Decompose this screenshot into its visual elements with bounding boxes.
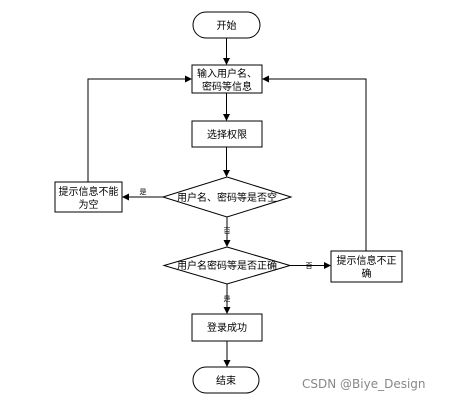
select-permission-label: 选择权限 <box>207 128 247 141</box>
error-wrong-label-1: 提示信息不正 <box>337 254 397 267</box>
error-empty-label-1: 提示信息不能 <box>59 185 119 198</box>
error-empty-label-2: 为空 <box>79 198 99 211</box>
input-credentials-box <box>191 64 263 94</box>
edge-empty-yes-label: 是 <box>140 188 147 196</box>
watermark-text: CSDN @Biye_Design <box>302 377 426 391</box>
end-terminal <box>192 366 260 394</box>
input-credentials-label-2: 密码等信息 <box>202 80 252 93</box>
edge-correct-no-label: 否 <box>306 262 313 270</box>
input-credentials-label-1: 输入用户名、 <box>197 67 257 80</box>
error-empty-box <box>54 181 123 213</box>
edge-correct-yes-label: 是 <box>224 295 231 303</box>
login-success-label: 登录成功 <box>207 321 247 334</box>
start-label: 开始 <box>217 19 237 32</box>
error-wrong-label-2: 确 <box>362 267 372 280</box>
edge-empty-no-label: 否 <box>224 227 231 235</box>
end-label: 结束 <box>216 374 236 387</box>
edge-error-empty-loop <box>87 75 192 182</box>
error-wrong-box <box>330 250 403 283</box>
check-correct-label: 用户名密码等是否正确 <box>177 259 277 272</box>
check-empty-label: 用户名、密码等是否空 <box>177 191 277 204</box>
edge-error-wrong-loop <box>262 75 367 251</box>
login-success-box <box>191 313 263 342</box>
